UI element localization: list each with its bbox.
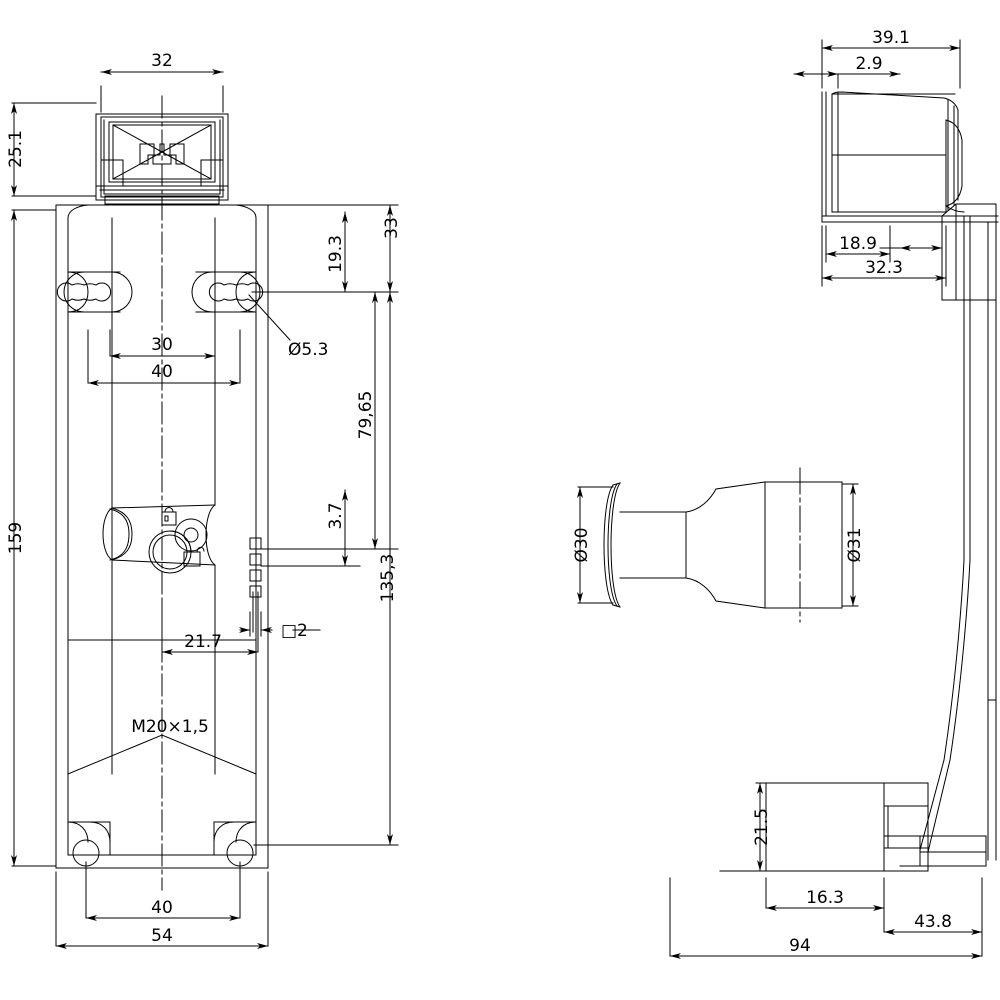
- top-side-view-group: [821, 91, 999, 223]
- dim-small-step: 3.7: [326, 502, 346, 529]
- front-view-upper-slots: [56, 271, 264, 313]
- dim-body-depth: 32.3: [865, 258, 903, 278]
- knob-view-group: [603, 467, 843, 623]
- dim-lower-hole-pitch: 40: [151, 898, 173, 918]
- dim-head-height: 25.1: [6, 130, 26, 168]
- front-view-inner-lines: [111, 217, 216, 775]
- dim-foot-height: 21.5: [752, 808, 772, 846]
- dim-top-to-hole: 33: [382, 217, 402, 239]
- dim-foot-span: 43.8: [914, 912, 952, 932]
- dim-chain-79-65: 79,65: [356, 391, 376, 440]
- dim-total-height: 159: [6, 522, 26, 554]
- dim-hole-diameter: Ø5.3: [288, 340, 328, 360]
- bottom-side-view-dimension-lines: [669, 782, 983, 959]
- dim-hole-pitch-outer: 40: [151, 362, 173, 382]
- dim-hole-pitch-inner: 30: [151, 335, 173, 355]
- dim-top-width: 32: [151, 51, 173, 71]
- dim-knob-flange-diameter: Ø30: [572, 527, 592, 562]
- dimension-text-layer: 32 25.1 159 30 40 Ø5.3 33 19.3 79,65 3.7…: [6, 28, 952, 956]
- dim-thread-callout: M20×1,5: [131, 717, 209, 737]
- dim-terminal-offset: 21.7: [184, 632, 222, 652]
- dim-top-step: 19.3: [326, 235, 346, 273]
- front-view-dimension-lines: [11, 69, 399, 949]
- dim-front-offset: 2.9: [855, 54, 882, 74]
- top-side-view-dimension-lines: [793, 39, 961, 287]
- knob-view-dimension-lines: [577, 483, 859, 607]
- dim-mid-depth: 18.9: [839, 234, 877, 254]
- dim-knob-body-diameter: Ø31: [845, 527, 865, 562]
- dim-terminal-square: □2: [281, 621, 308, 641]
- dim-foot-offset: 16.3: [806, 888, 844, 908]
- right-edge-profile-group: [879, 203, 997, 867]
- dim-overall-depth: 39.1: [872, 28, 910, 48]
- dim-base-width: 54: [151, 926, 173, 946]
- dim-overall-length: 94: [789, 936, 811, 956]
- front-view-group: [55, 95, 269, 891]
- dim-chain-135-3: 135,3: [378, 554, 398, 603]
- front-view-lock-boss: [102, 504, 216, 574]
